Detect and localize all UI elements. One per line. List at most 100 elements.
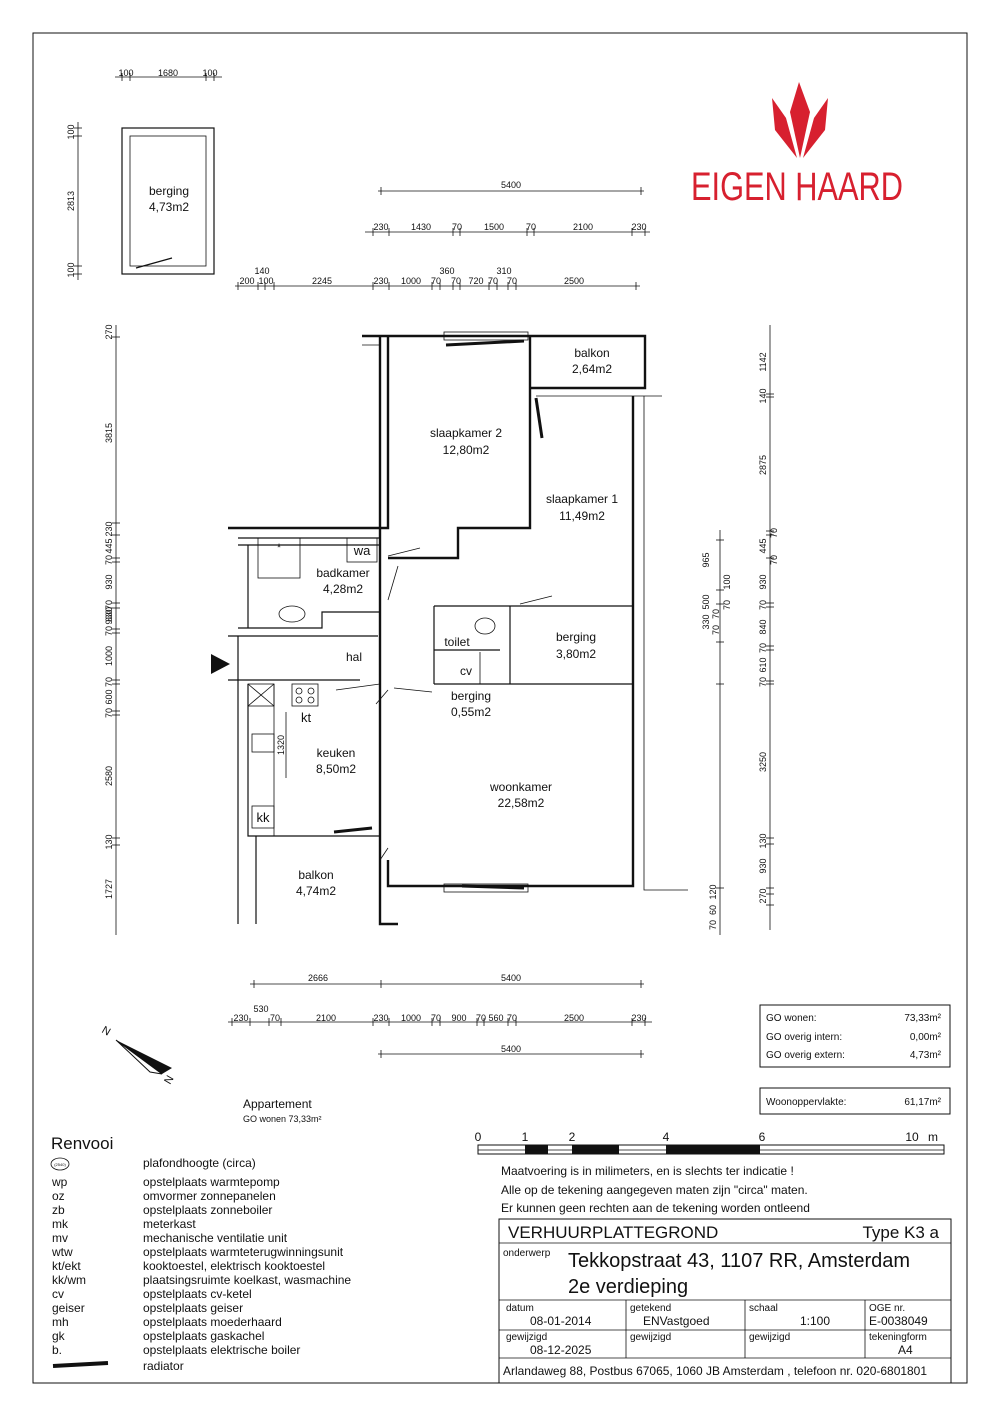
- dim-bottom1-1: 2666: [308, 973, 328, 983]
- scale-tick-6: 6: [759, 1130, 766, 1144]
- scale-unit: m: [928, 1130, 938, 1144]
- dim-right-inner-3: 70: [722, 600, 732, 610]
- schaal-label: schaal: [749, 1303, 778, 1314]
- dim-right-15: 930: [758, 858, 768, 873]
- right-dimensions: 1142 140 2875 70 445 70 930 70 840 70 61…: [701, 325, 779, 935]
- dim-right-9: 840: [758, 619, 768, 634]
- dim-left-2: 3815: [104, 423, 114, 443]
- legend-code-7: wtw: [51, 1245, 73, 1259]
- scale-tick-2: 2: [569, 1130, 576, 1144]
- gewijzigd1-label: gewijzigd: [506, 1332, 547, 1343]
- dim-top2-1: 230: [373, 222, 388, 232]
- dim-top-total: 5400: [501, 180, 521, 190]
- apartment-title: Appartement: [243, 1097, 312, 1111]
- area-label-2: GO overig intern:: [766, 1032, 842, 1043]
- dim-left-14: 70: [104, 708, 114, 718]
- gewijzigd3-label: gewijzigd: [749, 1332, 790, 1343]
- woonkamer-name: woonkamer: [489, 780, 552, 794]
- gewijzigd2-label: gewijzigd: [630, 1332, 671, 1343]
- dim-bottom2-12: 230: [631, 1013, 646, 1023]
- dim-right-10: 70: [758, 643, 768, 653]
- balkon-top-area: 2,64m2: [572, 362, 612, 376]
- dim-right-3: 2875: [758, 455, 768, 475]
- balkon-bottom-name: balkon: [298, 868, 333, 882]
- storage-label: berging: [149, 184, 189, 198]
- dim-left-13: 600: [104, 689, 114, 704]
- dim-left-11: 1000: [104, 646, 114, 666]
- getekend-label: getekend: [630, 1303, 671, 1314]
- storage-dim-top-3: 100: [202, 68, 217, 78]
- dim-bottom2-4: 230: [373, 1013, 388, 1023]
- dim-bottom2-upper: 530: [253, 1004, 268, 1014]
- dim-right-19: 70: [708, 920, 718, 930]
- radiator-icon: [52, 1361, 109, 1368]
- dim-right-inner-6: 330: [701, 614, 711, 629]
- title-heading: VERHUURPLATTEGROND: [508, 1223, 718, 1242]
- balkon-top-name: balkon: [574, 346, 609, 360]
- dim-right-13: 3250: [758, 752, 768, 772]
- legend-desc-1: plafondhoogte (circa): [143, 1156, 256, 1170]
- dim-left-16: 130: [104, 834, 114, 849]
- note-3: Er kunnen geen rechten aan de tekening w…: [501, 1201, 810, 1215]
- area-summary-table: GO wonen: 73,33m² GO overig intern: 0,00…: [759, 1004, 951, 1115]
- legend-desc-12: opstelplaats moederhaard: [143, 1315, 282, 1329]
- dim-right-5: 445: [758, 538, 768, 553]
- dim-right-inner-7: 70: [711, 625, 721, 635]
- dim-right-4: 70: [769, 528, 779, 538]
- legend-desc-5: meterkast: [143, 1217, 196, 1231]
- legend-code-10: cv: [52, 1287, 64, 1301]
- slaapkamer2-name: slaapkamer 2: [430, 426, 502, 440]
- legend-code-12: mh: [52, 1315, 69, 1329]
- gewijzigd1-value: 08-12-2025: [530, 1343, 592, 1357]
- dim-top2-5: 70: [526, 222, 536, 232]
- woonkamer-area: 22,58m2: [498, 796, 545, 810]
- legend-desc-3: omvormer zonnepanelen: [143, 1189, 276, 1203]
- dim-right-inner-4: 500: [701, 594, 711, 609]
- area-value-3: 4,73m²: [910, 1050, 942, 1061]
- oge-value: E-0038049: [869, 1314, 928, 1328]
- legend-code-14: b.: [52, 1343, 62, 1357]
- legend-code-4: zb: [52, 1203, 65, 1217]
- legend-code-13: gk: [52, 1329, 66, 1343]
- title-floor: 2e verdieping: [568, 1276, 688, 1298]
- dim-right-8: 70: [758, 600, 768, 610]
- sink-icon: [278, 605, 306, 623]
- legend-code-3: oz: [52, 1189, 65, 1203]
- storage-dim-left-1: 100: [66, 124, 76, 139]
- top-dimensions: 5400 230 1430 70 1500 70 2100 230 140 36…: [235, 180, 650, 290]
- tekeningform-label: tekeningform: [869, 1332, 927, 1343]
- dim-top3-1: 200: [239, 276, 254, 286]
- brand-logo: EIGEN HAARD: [691, 82, 903, 209]
- label-wa: wa: [353, 543, 371, 558]
- slaapkamer1-name: slaapkamer 1: [546, 492, 618, 506]
- tekeningform-value: A4: [898, 1343, 913, 1357]
- dim-bottom2-2: 70: [270, 1013, 280, 1023]
- cooktop-icon: [291, 683, 319, 707]
- legend-desc-15: radiator: [143, 1359, 184, 1373]
- slaapkamer1-area: 11,49m2: [559, 509, 605, 523]
- legend-code-11: geiser: [52, 1301, 85, 1315]
- title-address: Tekkopstraat 43, 1107 RR, Amsterdam: [568, 1250, 910, 1272]
- dim-right-14: 130: [758, 833, 768, 848]
- area-value-2: 0,00m²: [910, 1032, 942, 1043]
- dim-bottom2-10: 70: [507, 1013, 517, 1023]
- dim-top2-4: 1500: [484, 222, 504, 232]
- dim-top3-2: 100: [258, 276, 273, 286]
- dim-left-5: 70: [104, 555, 114, 565]
- berging-mid-name: berging: [556, 630, 596, 644]
- legend-desc-7: opstelplaats warmteterugwinningsunit: [143, 1245, 344, 1259]
- storage-dim-top-1: 100: [118, 68, 133, 78]
- slaapkamer2-area: 12,80m2: [443, 443, 490, 457]
- datum-label: datum: [506, 1303, 534, 1314]
- dim-top2-2: 1430: [411, 222, 431, 232]
- toilet-label: toilet: [444, 635, 470, 649]
- scale-tick-1: 1: [522, 1130, 529, 1144]
- legend-desc-4: opstelplaats zonneboiler: [143, 1203, 272, 1217]
- dim-bottom2-6: 70: [431, 1013, 441, 1023]
- shower-drain-icon: *: [277, 542, 282, 554]
- ceiling-height-icon: [50, 1157, 70, 1171]
- legend-desc-13: opstelplaats gaskachel: [143, 1329, 264, 1343]
- storage-area: 4,73m2: [149, 200, 189, 214]
- dim-right-1: 1142: [758, 352, 768, 371]
- dim-left-1: 270: [104, 324, 114, 339]
